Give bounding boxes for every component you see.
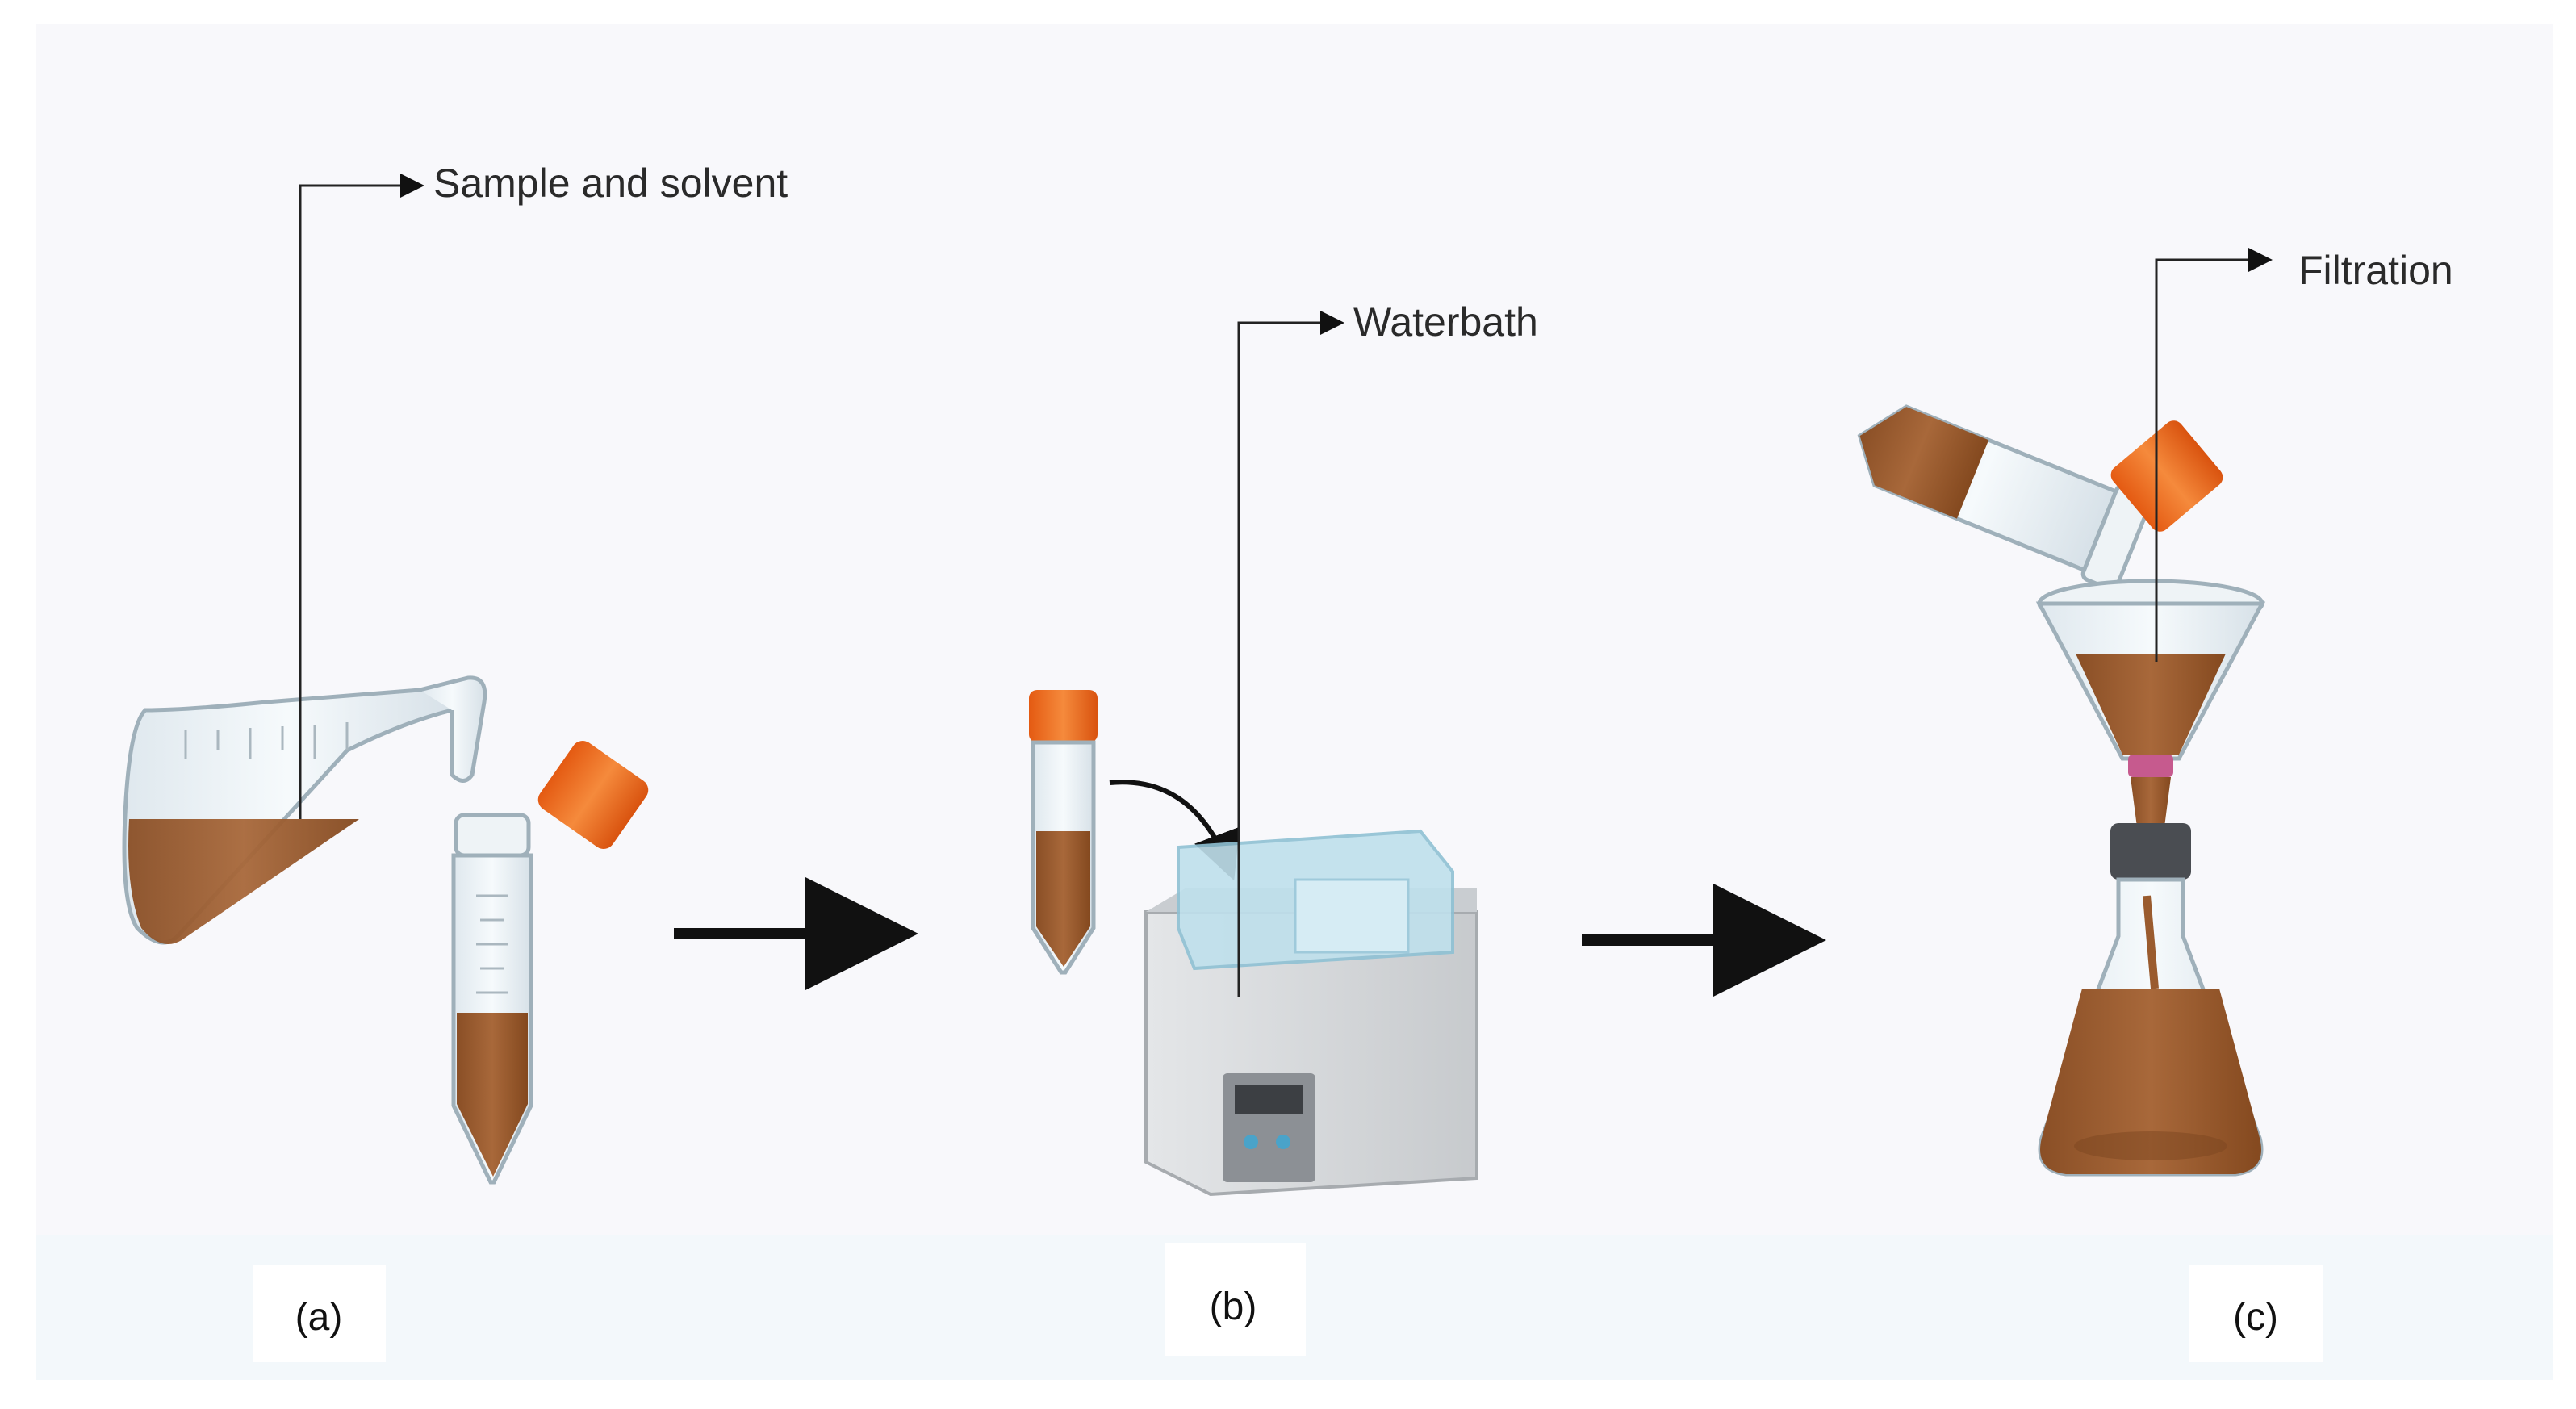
step-a-illustration [122, 675, 649, 1185]
erlenmeyer-flask-icon [2038, 877, 2264, 1177]
funnel-icon [2035, 579, 2266, 839]
filtration-leader-line [2155, 248, 2273, 662]
step-c-illustration [1857, 404, 2266, 1177]
panel-a-label: (a) [295, 1296, 343, 1339]
waterbath-leader-line [1237, 311, 1344, 997]
falcon-tube-a-icon [451, 813, 533, 1185]
water-bath-icon [1144, 829, 1478, 1197]
tilted-falcon-tube-icon [1857, 404, 2153, 592]
filtration-label: Filtration [2298, 248, 2453, 293]
panel-c-box [2189, 1265, 2323, 1362]
panel-a-box [253, 1265, 386, 1362]
step-b-illustration [1029, 690, 1478, 1197]
panel-b-box [1165, 1243, 1306, 1356]
sample-and-solvent-leader-line [299, 174, 424, 819]
stopper-icon [2110, 823, 2191, 880]
panel-c-label: (c) [2233, 1296, 2278, 1339]
panel-b-label: (b) [1210, 1286, 1257, 1328]
orange-cap-c-icon [2110, 420, 2223, 532]
tilted-flask-icon [122, 675, 487, 945]
orange-cap-icon [537, 740, 649, 850]
falcon-tube-b-icon [1029, 690, 1098, 975]
waterbath-label: Waterbath [1353, 299, 1538, 345]
sample-and-solvent-label: Sample and solvent [433, 161, 788, 206]
